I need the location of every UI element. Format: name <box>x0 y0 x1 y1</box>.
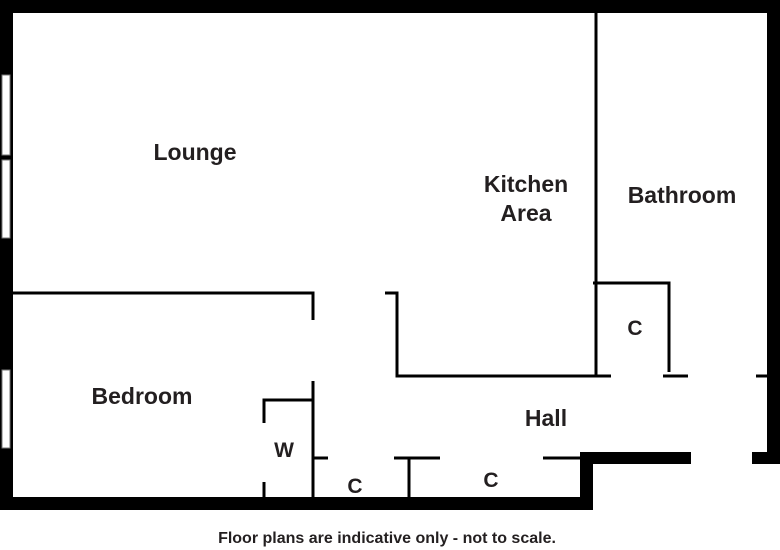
windows <box>1 74 11 449</box>
room-label-lounge: Lounge <box>153 139 236 165</box>
room-label-hall: Hall <box>525 405 567 431</box>
window-lounge-2 <box>1 159 11 239</box>
room-label-cupboard-bathroom: C <box>627 317 642 340</box>
room-label-bedroom: Bedroom <box>92 383 193 409</box>
room-label-cupboard-hall-left: C <box>347 475 362 498</box>
room-label-bathroom: Bathroom <box>628 182 737 208</box>
window-bedroom <box>1 369 11 449</box>
room-label-kitchen-area: Area <box>500 200 551 226</box>
room-label-wardrobe: W <box>274 439 294 462</box>
window-lounge-1 <box>1 74 11 156</box>
outer-walls <box>0 0 780 510</box>
disclaimer-caption: Floor plans are indicative only - not to… <box>218 530 556 547</box>
room-label-cupboard-hall-right: C <box>483 469 498 492</box>
room-label-kitchen: Kitchen <box>484 171 568 197</box>
interior-walls <box>13 13 767 497</box>
